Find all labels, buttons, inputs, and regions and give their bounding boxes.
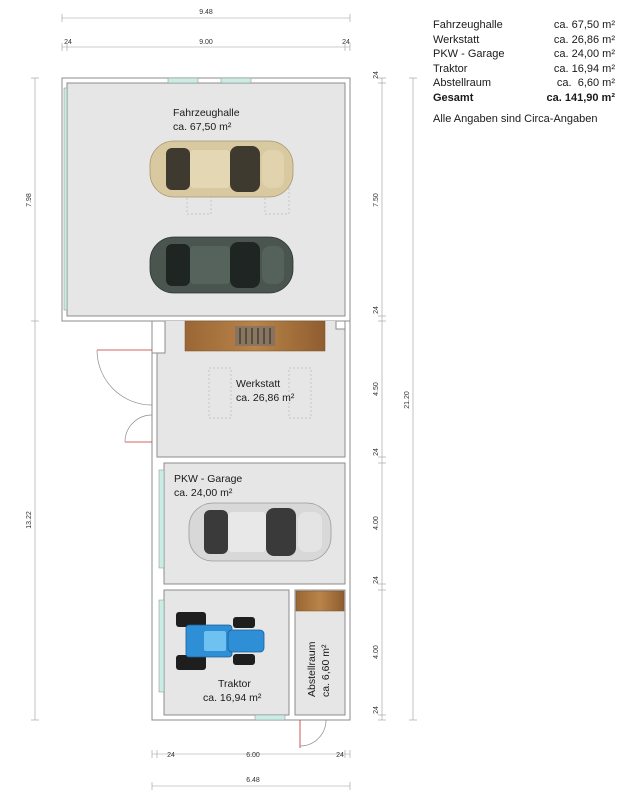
legend-total-area: ca. 141,90 m²	[546, 91, 616, 104]
label-pkw-garage-name: PKW - Garage	[174, 473, 242, 485]
dim-top-inner: 9.00	[199, 39, 213, 46]
label-traktor-name: Traktor	[218, 678, 251, 690]
dim-top-wall-left: 24	[64, 39, 72, 46]
dim-left-lower: 13.22	[26, 511, 33, 529]
car-silver-icon	[188, 502, 332, 562]
dimension-labels: 9.48 9.00 24 24 7.98 13.22 24 7.50 24 4.…	[26, 9, 411, 784]
label-abstellraum-area: ca. 6,60 m²	[320, 644, 332, 697]
window-halle-top-1	[167, 77, 199, 84]
window-traktor-left	[158, 599, 165, 693]
label-fahrzeughalle-name: Fahrzeughalle	[173, 107, 240, 119]
dim-right-garage: 4.00	[373, 516, 380, 530]
dim-right-wall-3: 24	[373, 448, 380, 456]
dim-right-traktor: 4.00	[373, 645, 380, 659]
shelf-abstellraum	[295, 590, 345, 612]
label-abstellraum-name: Abstellraum	[306, 641, 318, 697]
building	[61, 77, 351, 748]
legend-name: PKW - Garage	[433, 48, 505, 60]
door-werkstatt-upper	[96, 349, 153, 406]
window-traktor-bottom	[254, 714, 286, 721]
door-abstellraum	[299, 719, 327, 748]
dim-right-wall-2: 24	[373, 306, 380, 314]
dim-right-wall-5: 24	[373, 706, 380, 714]
legend-name: Abstellraum	[433, 77, 492, 89]
dim-bottom-wall-right: 24	[336, 752, 344, 759]
dim-bottom-inner: 6.00	[246, 752, 260, 759]
legend-area: ca. 6,60 m²	[556, 77, 615, 89]
legend-row-werkstatt: Werkstatt ca. 26,86 m²	[433, 33, 615, 48]
legend-name: Werkstatt	[433, 33, 480, 46]
area-legend: Fahrzeughalle ca. 67,50 m² Werkstatt ca.…	[433, 18, 615, 125]
label-werkstatt-area: ca. 26,86 m²	[236, 392, 295, 404]
workbench	[184, 320, 326, 352]
dim-bottom-total: 6.48	[246, 777, 260, 784]
legend-row-fahrzeughalle: Fahrzeughalle ca. 67,50 m²	[433, 18, 615, 33]
car-beige-icon	[149, 140, 294, 198]
legend-row-pkw-garage: PKW - Garage ca. 24,00 m²	[433, 47, 615, 62]
dim-right-wall-4: 24	[373, 576, 380, 584]
legend-total-name: Gesamt	[433, 91, 474, 104]
legend-row-total: Gesamt ca. 141,90 m²	[433, 91, 615, 106]
dim-bottom-wall-left: 24	[167, 752, 175, 759]
legend-note: Alle Angaben sind Circa-Angaben	[433, 113, 598, 125]
legend-area: ca. 26,86 m²	[553, 33, 615, 46]
dimension-lines	[31, 14, 417, 790]
dim-right-werkstatt: 4.50	[373, 382, 380, 396]
legend-name: Traktor	[433, 62, 468, 75]
dim-top-wall-right: 24	[342, 39, 350, 46]
label-traktor-area: ca. 16,94 m²	[203, 692, 262, 704]
legend-row-abstellraum: Abstellraum ca. 6,60 m²	[433, 76, 615, 91]
dim-left-upper: 7.98	[26, 193, 33, 207]
dim-right-total: 21.20	[404, 391, 411, 409]
label-pkw-garage-area: ca. 24,00 m²	[174, 487, 233, 499]
door-werkstatt-lower	[124, 414, 153, 443]
label-werkstatt-name: Werkstatt	[236, 378, 280, 390]
window-halle-left	[63, 87, 68, 311]
label-fahrzeughalle-area: ca. 67,50 m²	[173, 121, 232, 133]
wall-lower-wing	[151, 321, 351, 721]
dim-right-halle: 7.50	[373, 193, 380, 207]
legend-name: Fahrzeughalle	[433, 19, 503, 31]
car-dark-icon	[149, 236, 294, 294]
legend-area: ca. 16,94 m²	[553, 62, 615, 75]
legend-area: ca. 67,50 m²	[553, 19, 615, 31]
tractor-icon	[176, 612, 265, 670]
window-halle-top-2	[220, 77, 252, 84]
window-garage-left	[158, 469, 165, 569]
legend-area: ca. 24,00 m²	[553, 48, 615, 60]
legend-row-traktor: Traktor ca. 16,94 m²	[433, 62, 615, 77]
dim-right-wall-1: 24	[373, 71, 380, 79]
dim-top-total: 9.48	[199, 9, 213, 16]
